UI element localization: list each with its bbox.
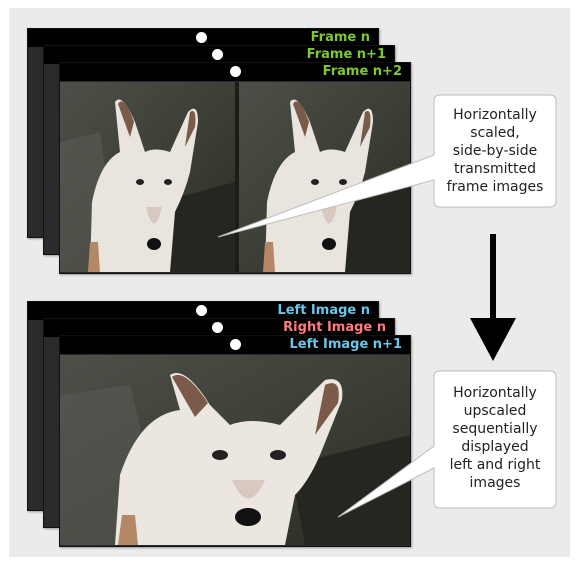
top-callout-text: Horizontally scaled, side-by-side transm…	[436, 106, 554, 196]
down-arrow-icon	[470, 234, 516, 361]
bottom-callout-text: Horizontally upscaled sequentially displ…	[436, 384, 554, 492]
